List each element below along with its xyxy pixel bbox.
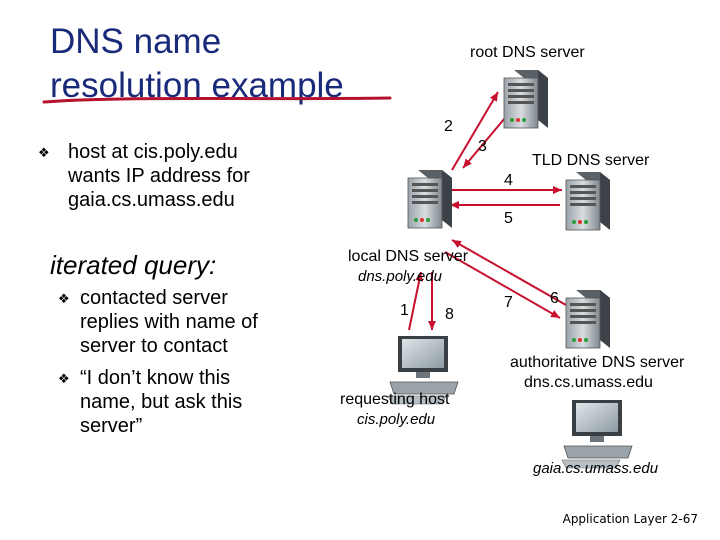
intro-bullet-text: host at cis.poly.edu wants IP address fo… xyxy=(68,141,250,211)
step-label-5: 5 xyxy=(504,210,513,227)
local-server-label: local DNS server xyxy=(348,248,469,265)
iterated-query-heading: iterated query: xyxy=(50,250,217,280)
step-label-6: 6 xyxy=(550,290,559,307)
arrow-step-1 xyxy=(408,271,424,331)
arrow-step-7 xyxy=(444,251,561,319)
bullet-2-text: “I don’t know this name, but ask this se… xyxy=(80,367,243,437)
authoritative-server-icon xyxy=(565,289,611,349)
bullet-icon: ❖ xyxy=(58,372,70,387)
page-number: 2-67 xyxy=(670,512,698,526)
arrow-step-2 xyxy=(451,91,499,171)
step-label-2: 2 xyxy=(444,118,453,135)
step-label-3: 3 xyxy=(478,138,487,155)
arrow-step-6 xyxy=(451,239,567,306)
target-host-hostname: gaia.cs.umass.edu xyxy=(533,460,659,477)
root-server-label: root DNS server xyxy=(470,44,585,61)
step-label-1: 1 xyxy=(400,302,409,319)
arrow-step-3 xyxy=(462,111,511,169)
target-host-icon xyxy=(561,399,633,469)
local-server-hostname: dns.poly.edu xyxy=(358,268,442,285)
tld-server-icon xyxy=(565,171,611,231)
slide-footer: Application Layer 2-67 xyxy=(563,512,698,526)
tld-server-label: TLD DNS server xyxy=(532,152,650,169)
step-label-7: 7 xyxy=(504,294,513,311)
bullet-1-text: contacted server replies with name of se… xyxy=(80,287,258,357)
step-label-4: 4 xyxy=(504,172,513,189)
step-label-8: 8 xyxy=(445,306,454,323)
requesting-host-hostname: cis.poly.edu xyxy=(357,411,436,428)
root-server-icon xyxy=(503,69,549,129)
bullet-icon: ❖ xyxy=(58,292,70,307)
bullet-icon: ❖ xyxy=(38,146,50,161)
local-server-icon xyxy=(407,169,453,229)
authoritative-server-label: authoritative DNS server xyxy=(510,354,685,371)
title-underline xyxy=(42,96,392,104)
requesting-host-label: requesting host xyxy=(340,391,450,408)
authoritative-server-hostname: dns.cs.umass.edu xyxy=(524,374,653,391)
footer-label: Application Layer xyxy=(562,512,667,526)
title-line-1: DNS name xyxy=(50,22,222,61)
